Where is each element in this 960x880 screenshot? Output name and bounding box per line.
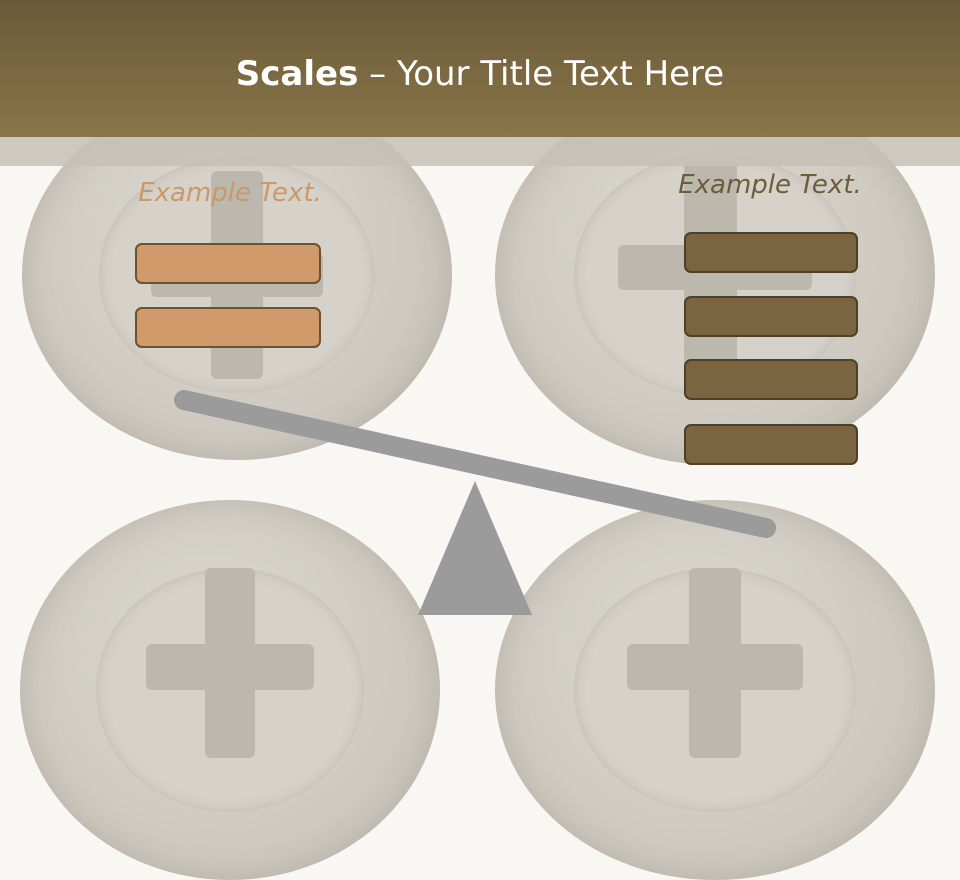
right-weight-box <box>684 232 858 273</box>
right-weight-box <box>684 296 858 337</box>
slide-title: Scales – Your Title Text Here <box>0 52 960 96</box>
balance-scale <box>174 390 776 615</box>
balance-beam <box>174 390 776 538</box>
right-weight-box <box>684 424 858 465</box>
left-weight-box <box>135 243 321 284</box>
title-banner-strip <box>0 137 960 166</box>
slide-title-rest: – Your Title Text Here <box>358 54 725 94</box>
right-weight-box <box>684 359 858 400</box>
right-pan-label: Example Text. <box>678 170 862 200</box>
title-banner <box>0 0 960 137</box>
slide-title-bold: Scales <box>235 54 359 94</box>
balance-fulcrum <box>418 481 532 615</box>
left-weight-box <box>135 307 321 348</box>
left-pan-label: Example Text. <box>138 178 322 208</box>
